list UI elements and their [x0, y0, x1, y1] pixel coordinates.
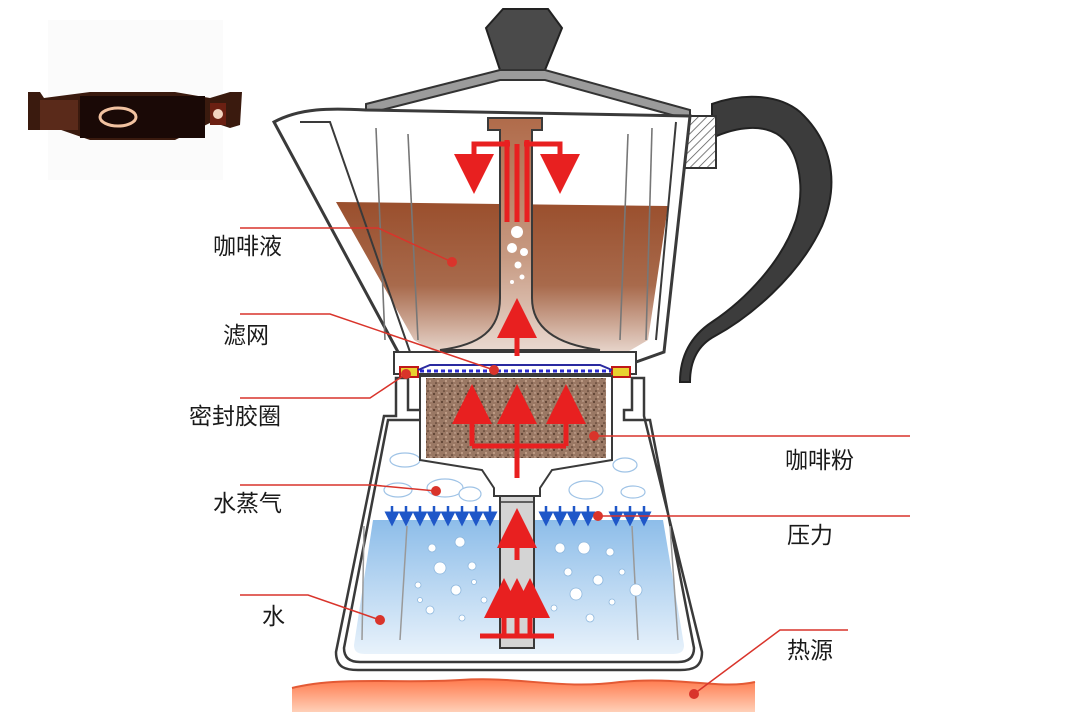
flow-arrows: [452, 140, 586, 639]
label-pressure: 压力: [787, 523, 833, 549]
filter-and-gasket: [393, 351, 637, 378]
label-gasket: 密封胶圈: [189, 404, 281, 430]
lid-knob: [484, 8, 564, 71]
label-coffee-powder: 咖啡粉: [785, 448, 854, 474]
label-filter: 滤网: [223, 323, 269, 349]
leader-lines: [240, 227, 910, 695]
label-coffee-liquid: 咖啡液: [213, 234, 282, 260]
label-heat-source: 热源: [787, 638, 833, 664]
heat-source-flame: [291, 678, 756, 712]
upper-chamber: [271, 69, 692, 364]
pot-thumbnail: [28, 20, 242, 180]
label-steam: 水蒸气: [213, 491, 282, 517]
label-water: 水: [262, 604, 285, 630]
leader-dots: [375, 257, 699, 699]
handle: [671, 95, 833, 383]
